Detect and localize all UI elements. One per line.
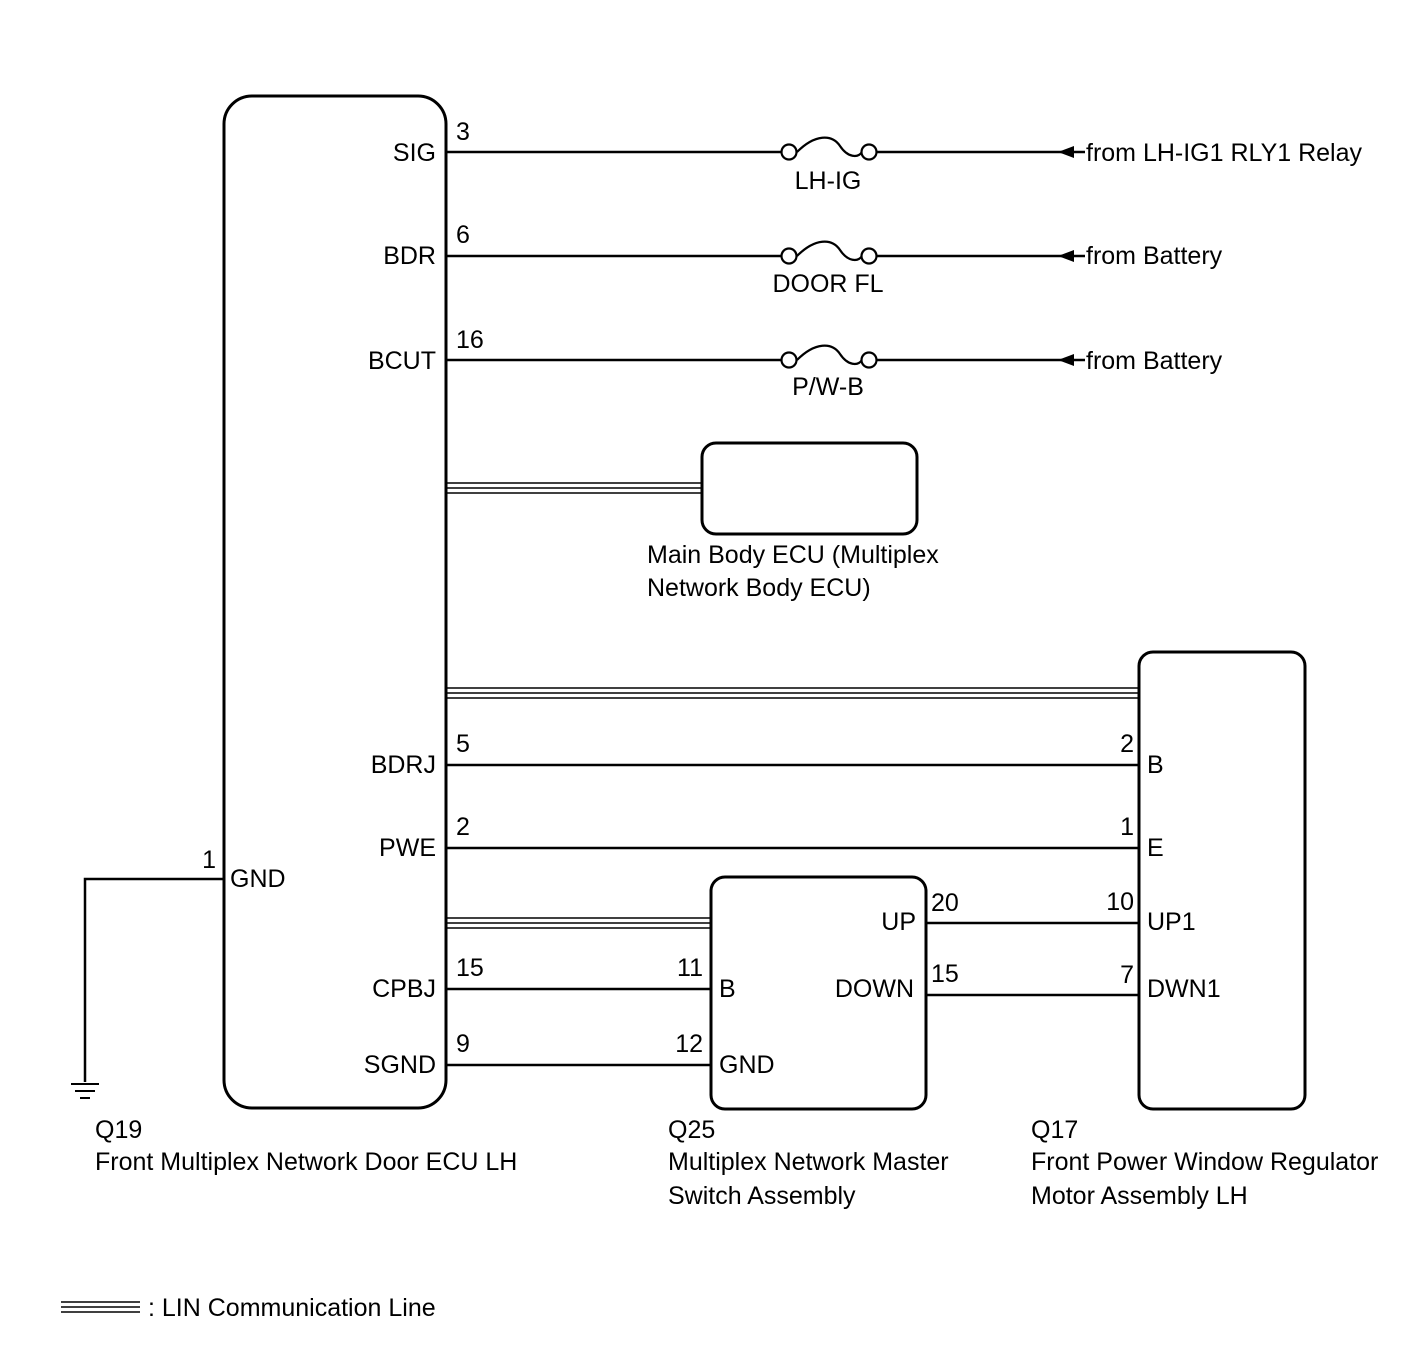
main-body-ecu-box xyxy=(700,441,919,536)
lin-line-window-motor xyxy=(446,687,1139,699)
main-body-ecu-name-line2: Network Body ECU) xyxy=(647,574,871,602)
lin-line-master-switch xyxy=(446,917,711,929)
window-motor-pin-dwn1-label: DWN1 xyxy=(1147,975,1221,1003)
master-switch-pin-b-number: 11 xyxy=(677,954,703,982)
door-ecu-pin-bdrj-number: 5 xyxy=(456,730,470,758)
door-ecu-name: Front Multiplex Network Door ECU LH xyxy=(95,1148,517,1176)
fuse-door-fl-label: DOOR FL xyxy=(772,270,883,298)
door-ecu-pin-cpbj-number: 15 xyxy=(456,954,484,982)
door-ecu-pin-bcut-number: 16 xyxy=(456,326,484,354)
sig-wire xyxy=(446,146,1085,158)
lin-legend-symbol xyxy=(61,1301,140,1313)
door-ecu-pin-bdr-number: 6 xyxy=(456,221,470,249)
window-motor-name-line1: Front Power Window Regulator xyxy=(1031,1148,1378,1176)
fuse-lh-ig-symbol xyxy=(780,136,878,161)
ground-icon xyxy=(71,1083,99,1099)
fuse-pwb-label: P/W-B xyxy=(792,373,864,401)
door-ecu-pin-sgnd-label: SGND xyxy=(364,1051,436,1079)
master-switch-name-line1: Multiplex Network Master xyxy=(668,1148,949,1176)
door-ecu-pin-gnd-label: GND xyxy=(230,865,286,893)
master-switch-pin-down-number: 15 xyxy=(931,960,959,988)
window-motor-pin-b-number: 2 xyxy=(1120,730,1134,758)
lin-line-main-body-ecu xyxy=(446,482,702,494)
door-ecu-box xyxy=(222,94,448,1110)
master-switch-pin-up-label: UP xyxy=(881,908,916,936)
door-ecu-pin-bdrj-label: BDRJ xyxy=(371,751,436,779)
lin-legend-label: : LIN Communication Line xyxy=(148,1294,436,1322)
bcut-wire xyxy=(446,354,1085,366)
door-ecu-pin-gnd-number: 1 xyxy=(202,846,216,874)
door-ecu-pin-sig-label: SIG xyxy=(393,139,436,167)
door-ecu-pin-cpbj-label: CPBJ xyxy=(372,975,436,1003)
sig-source-label: from LH-IG1 RLY1 Relay xyxy=(1086,139,1363,167)
bdr-source-label: from Battery xyxy=(1086,242,1223,270)
fuse-pwb-symbol xyxy=(780,344,878,369)
window-motor-box xyxy=(1137,650,1307,1111)
window-motor-pin-e-label: E xyxy=(1147,834,1164,862)
bcut-source-label: from Battery xyxy=(1086,347,1223,375)
door-ecu-code: Q19 xyxy=(95,1116,142,1144)
fuse-door-fl-symbol xyxy=(780,240,878,265)
window-motor-name-line2: Motor Assembly LH xyxy=(1031,1182,1248,1210)
fuse-lh-ig-label: LH-IG xyxy=(795,167,862,195)
door-ecu-pin-bcut-label: BCUT xyxy=(368,347,436,375)
bdr-wire xyxy=(446,250,1085,262)
main-body-ecu-name-line1: Main Body ECU (Multiplex xyxy=(647,541,939,569)
door-ecu-pin-bdr-label: BDR xyxy=(383,242,436,270)
master-switch-pin-down-label: DOWN xyxy=(835,975,914,1003)
window-motor-pin-up1-label: UP1 xyxy=(1147,908,1196,936)
door-ecu-pin-pwe-number: 2 xyxy=(456,813,470,841)
master-switch-pin-b-label: B xyxy=(719,975,736,1003)
window-motor-pin-dwn1-number: 7 xyxy=(1120,961,1134,989)
master-switch-box xyxy=(709,875,928,1111)
window-motor-pin-e-number: 1 xyxy=(1120,813,1134,841)
window-motor-pin-b-label: B xyxy=(1147,751,1164,779)
master-switch-pin-gnd-label: GND xyxy=(719,1051,775,1079)
door-ecu-pin-pwe-label: PWE xyxy=(379,834,436,862)
master-switch-name-line2: Switch Assembly xyxy=(668,1182,856,1210)
master-switch-pin-up-number: 20 xyxy=(931,889,959,917)
ground-wire xyxy=(83,877,224,1082)
master-switch-pin-gnd-number: 12 xyxy=(675,1030,703,1058)
door-ecu-pin-sgnd-number: 9 xyxy=(456,1030,470,1058)
window-motor-pin-up1-number: 10 xyxy=(1106,888,1134,916)
door-ecu-pin-sig-number: 3 xyxy=(456,118,470,146)
window-motor-code: Q17 xyxy=(1031,1116,1078,1144)
master-switch-code: Q25 xyxy=(668,1116,715,1144)
